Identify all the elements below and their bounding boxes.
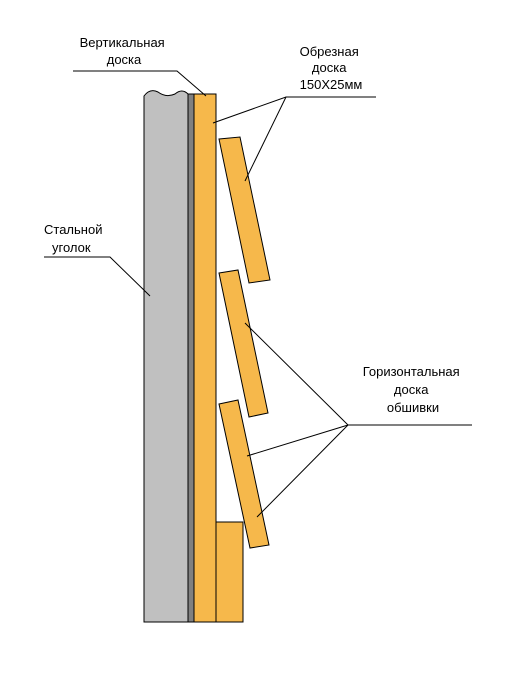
leader-steel-angle [44, 256, 151, 297]
steel-angle [143, 90, 189, 623]
cladding-board-3 [218, 399, 270, 549]
leader-edged-board-b [244, 96, 287, 182]
steel-angle-flange [187, 93, 195, 623]
label-horizontal-board: Горизонтальная доска обшивки [363, 364, 464, 415]
leader-horizontal-board-c [256, 424, 349, 518]
label-edged-board: Обрезная доска 150X25мм [300, 44, 363, 92]
leader-horizontal-board-b [246, 424, 349, 457]
label-vertical-board: Вертикальная доска [80, 35, 169, 67]
cladding-board-2 [218, 269, 269, 418]
bottom-vertical-board [215, 521, 244, 623]
leader-lines [44, 70, 472, 518]
label-steel-angle: Стальной уголок [44, 222, 106, 255]
vertical-board [193, 93, 217, 623]
cladding-board-1 [218, 136, 271, 284]
leader-edged-board-a [212, 96, 376, 124]
leader-vertical-board [73, 70, 207, 97]
